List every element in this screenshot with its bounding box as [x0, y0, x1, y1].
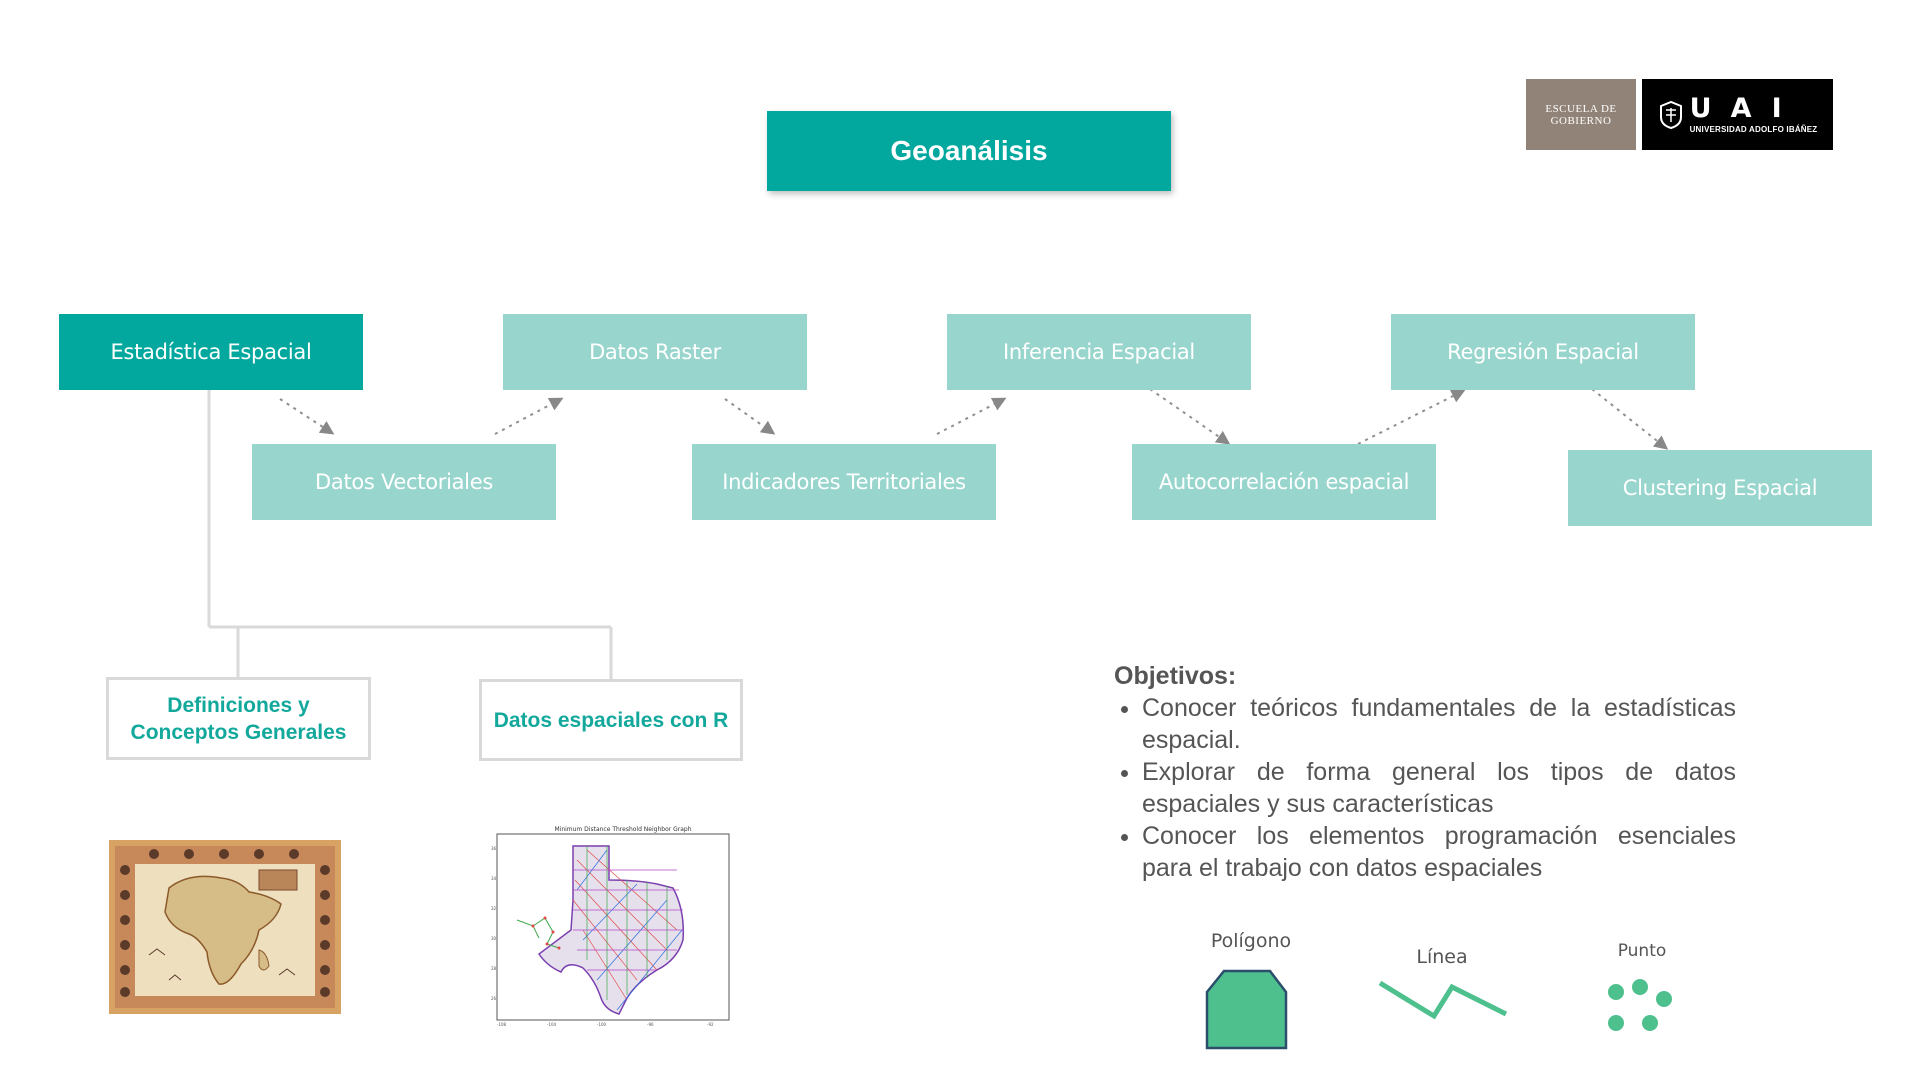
svg-text:34: 34 [491, 876, 497, 881]
antique-africa-map-image [109, 840, 341, 1014]
svg-text:-100: -100 [597, 1022, 607, 1027]
line-shape-icon [1378, 980, 1508, 1020]
objectives-list: Conocer teóricos fundamentales de la est… [1114, 692, 1736, 884]
topic-clustering-espacial[interactable]: Clustering Espacial [1568, 450, 1872, 526]
topic-regresion-espacial[interactable]: Regresión Espacial [1391, 314, 1695, 390]
svg-text:-96: -96 [647, 1022, 654, 1027]
svg-text:-92: -92 [707, 1022, 714, 1027]
objective-item: Explorar de forma general los tipos de d… [1142, 756, 1736, 820]
polygon-shape-icon [1205, 969, 1288, 1050]
uai-logo-mark: UAI [1689, 93, 1802, 124]
svg-text:32: 32 [491, 906, 497, 911]
topic-inferencia-espacial[interactable]: Inferencia Espacial [947, 314, 1251, 390]
topic-indicadores-territoriales[interactable]: Indicadores Territoriales [692, 444, 996, 520]
arrow-inferencia-autocorrelacion [1149, 388, 1231, 445]
tree-connector [207, 389, 613, 680]
escuela-logo-line2: GOBIERNO [1550, 114, 1612, 127]
subtopic-datos-espaciales-r[interactable]: Datos espaciales con R [479, 679, 743, 761]
svg-text:28: 28 [491, 966, 497, 971]
diagram-title: Geoanálisis [767, 111, 1171, 191]
subtopic-definiciones[interactable]: Definiciones y Conceptos Generales [106, 677, 371, 760]
svg-text:26: 26 [491, 996, 497, 1001]
objectives-heading: Objetivos: [1114, 662, 1237, 690]
arrow-estadistica-vectoriales [279, 398, 335, 435]
svg-text:-104: -104 [547, 1022, 557, 1027]
legend-linea-label: Línea [1416, 946, 1468, 968]
legend-poligono-label: Polígono [1210, 930, 1292, 952]
topic-datos-raster[interactable]: Datos Raster [503, 314, 807, 390]
objective-item: Conocer los elementos programación esenc… [1142, 820, 1736, 884]
arrow-indicadores-inferencia [936, 397, 1007, 435]
objective-item: Conocer teóricos fundamentales de la est… [1142, 692, 1736, 756]
svg-text:30: 30 [491, 936, 497, 941]
arrow-regresion-clustering [1591, 388, 1669, 450]
subtopic-definiciones-line1: Definiciones y [167, 693, 310, 717]
escuela-logo-line1: ESCUELA DE [1545, 102, 1617, 115]
uai-logo-text: UNIVERSIDAD ADOLFO IBÁÑEZ [1689, 125, 1818, 134]
uai-crest-icon [1659, 100, 1682, 129]
topic-estadistica-espacial[interactable]: Estadística Espacial [59, 314, 363, 390]
svg-text:36: 36 [491, 846, 497, 851]
subtopic-definiciones-line2: Conceptos Generales [130, 720, 347, 744]
objectives-panel: Objetivos: Conocer teóricos fundamentale… [1114, 660, 1736, 884]
arrow-raster-indicadores [724, 398, 776, 435]
legend-punto-label: Punto [1617, 941, 1667, 961]
point-shape-icon [1608, 979, 1672, 1031]
texas-neighbor-graph-image: Minimum Distance Threshold Neighbor Grap… [487, 820, 737, 1028]
arrow-vectoriales-raster [494, 397, 564, 435]
graph-title: Minimum Distance Threshold Neighbor Grap… [554, 826, 691, 833]
uai-logo: UAI UNIVERSIDAD ADOLFO IBÁÑEZ [1642, 79, 1833, 150]
arrow-autocorrelacion-regresion [1357, 389, 1466, 445]
svg-text:-108: -108 [497, 1022, 507, 1027]
topic-autocorrelacion-espacial[interactable]: Autocorrelación espacial [1132, 444, 1436, 520]
escuela-gobierno-logo: ESCUELA DE GOBIERNO [1526, 79, 1636, 150]
topic-datos-vectoriales[interactable]: Datos Vectoriales [252, 444, 556, 520]
